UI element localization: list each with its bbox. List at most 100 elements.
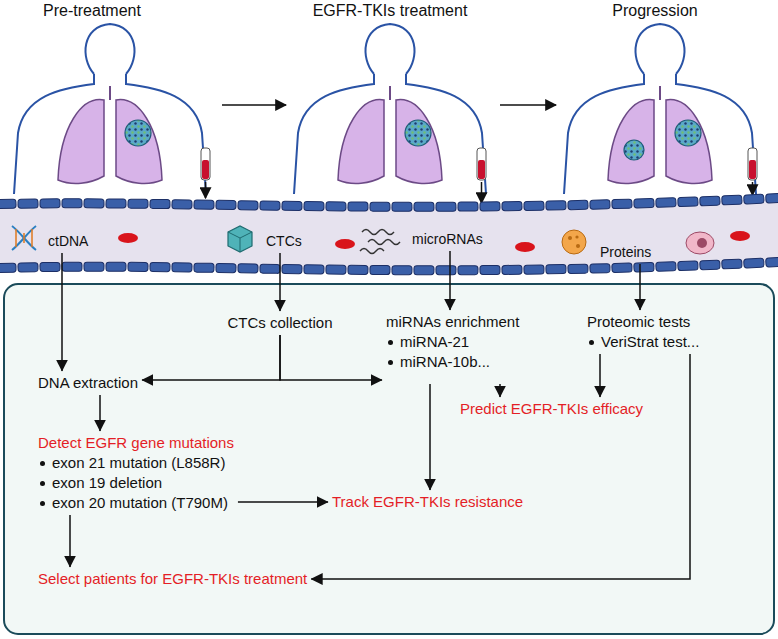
endothelial-cell bbox=[524, 265, 544, 274]
stage-arrow bbox=[222, 104, 286, 106]
endothelial-cell bbox=[722, 195, 742, 205]
endothelial-cell bbox=[84, 199, 104, 208]
endothelial-cell bbox=[458, 266, 478, 275]
endothelial-cell bbox=[568, 200, 588, 209]
node-heading: miRNAs enrichment bbox=[386, 312, 519, 332]
connector-arrow bbox=[639, 264, 641, 310]
endothelial-cell bbox=[18, 263, 38, 272]
dna-helix-icon bbox=[12, 226, 36, 250]
endothelial-cell bbox=[744, 194, 764, 204]
text-row: Select patients for EGFR-TKIs treatment bbox=[38, 569, 307, 589]
text-row: CTCs bbox=[266, 231, 302, 251]
bullet-item: exon 20 mutation (T790M) bbox=[52, 493, 228, 513]
tube-blood bbox=[478, 160, 485, 179]
endothelial-cell bbox=[590, 200, 610, 209]
patient-body bbox=[294, 24, 486, 194]
connector-arrow bbox=[280, 335, 382, 380]
endothelial-cell bbox=[700, 260, 720, 270]
bullet-dot bbox=[40, 501, 45, 506]
endothelial-cell bbox=[634, 262, 654, 272]
bullet-dot bbox=[40, 481, 45, 486]
bullet-dot bbox=[589, 340, 594, 345]
node-heading: ctDNA bbox=[48, 231, 88, 251]
text-node: Track EGFR-TKIs resistance bbox=[328, 490, 527, 514]
text-row: CTCs collection bbox=[227, 313, 332, 333]
text-node: Predict EGFR-TKIs efficacy bbox=[456, 397, 647, 421]
endothelial-cell bbox=[326, 265, 346, 274]
patient-body bbox=[564, 24, 756, 194]
ctc-edge bbox=[228, 232, 252, 252]
cell-body bbox=[686, 232, 714, 254]
red-blood-cell bbox=[515, 242, 535, 252]
helix-rung bbox=[16, 229, 32, 247]
text-row: exon 19 deletion bbox=[38, 473, 234, 493]
patient-body bbox=[14, 24, 206, 194]
text-node: DNA extraction bbox=[34, 371, 142, 395]
connector-arrow bbox=[238, 501, 328, 503]
text-row: miRNA-10b... bbox=[386, 352, 519, 372]
text-node: Detect EGFR gene mutationsexon 21 mutati… bbox=[34, 431, 238, 515]
connector-arrow bbox=[311, 354, 690, 579]
text-row: miRNA-21 bbox=[386, 332, 519, 352]
node-heading: Proteomic tests bbox=[587, 312, 690, 332]
helix-strand bbox=[12, 226, 36, 250]
text-node: CTCs collection bbox=[223, 311, 336, 335]
endothelial-cell bbox=[304, 202, 324, 211]
bullet-dot bbox=[40, 461, 45, 466]
red-blood-cell bbox=[335, 239, 355, 249]
endothelial-cell bbox=[326, 202, 346, 211]
text-row: exon 21 mutation (L858R) bbox=[38, 453, 234, 473]
text-node: Proteins bbox=[596, 240, 655, 264]
connector-arrow bbox=[599, 354, 601, 397]
microrna-strand bbox=[362, 230, 394, 235]
endothelial-cell bbox=[722, 259, 742, 269]
endothelial-cell bbox=[128, 199, 148, 208]
connector-arrow bbox=[449, 251, 451, 310]
text-node: ctDNA bbox=[44, 229, 92, 253]
endothelial-cell bbox=[700, 196, 720, 206]
text-row: miRNAs enrichment bbox=[386, 312, 519, 332]
text-node: Proteomic testsVeriStrat test... bbox=[583, 310, 703, 354]
endothelial-cell bbox=[0, 263, 16, 273]
text-row: exon 20 mutation (T790M) bbox=[38, 493, 234, 513]
endothelial-cell bbox=[766, 193, 778, 203]
node-heading: DNA extraction bbox=[38, 373, 138, 393]
endothelial-cell bbox=[678, 197, 698, 207]
text-row: DNA extraction bbox=[38, 373, 138, 393]
endothelial-cell bbox=[238, 264, 258, 273]
endothelial-cell bbox=[436, 266, 456, 275]
tube-glass bbox=[748, 148, 757, 180]
endothelial-cell bbox=[106, 199, 126, 208]
endothelial-cell bbox=[502, 265, 522, 274]
endothelial-cell bbox=[524, 201, 544, 210]
endothelial-cell bbox=[634, 198, 654, 208]
endothelial-cell bbox=[216, 263, 236, 272]
endothelial-cell bbox=[414, 266, 434, 275]
connector-arrow bbox=[99, 395, 101, 431]
text-row: Detect EGFR gene mutations bbox=[38, 433, 234, 453]
text-row: microRNAs bbox=[412, 229, 483, 249]
endothelial-cell bbox=[502, 202, 522, 211]
endothelial-cell bbox=[62, 262, 82, 271]
endothelial-cell bbox=[260, 201, 280, 210]
text-row: Proteomic tests bbox=[587, 312, 699, 332]
text-node: microRNAs bbox=[408, 227, 487, 251]
connector-arrow bbox=[279, 253, 281, 311]
tube-blood bbox=[749, 160, 756, 179]
cell-icon bbox=[686, 232, 714, 254]
endothelial-cell bbox=[480, 202, 500, 211]
bullet-item: exon 21 mutation (L858R) bbox=[52, 453, 225, 473]
endothelial-cell bbox=[414, 202, 434, 211]
protein-dot bbox=[575, 235, 578, 238]
endothelial-cell bbox=[436, 202, 456, 211]
text-node: CTCs bbox=[262, 229, 306, 253]
endothelial-cell bbox=[656, 262, 676, 272]
node-heading: CTCs bbox=[266, 231, 302, 251]
endothelial-cell bbox=[40, 262, 60, 271]
endothelial-cell bbox=[678, 261, 698, 271]
text-row: Track EGFR-TKIs resistance bbox=[332, 492, 523, 512]
sample-arrow bbox=[481, 182, 483, 203]
endothelial-cell bbox=[370, 265, 390, 274]
endothelial-cell bbox=[744, 258, 764, 268]
